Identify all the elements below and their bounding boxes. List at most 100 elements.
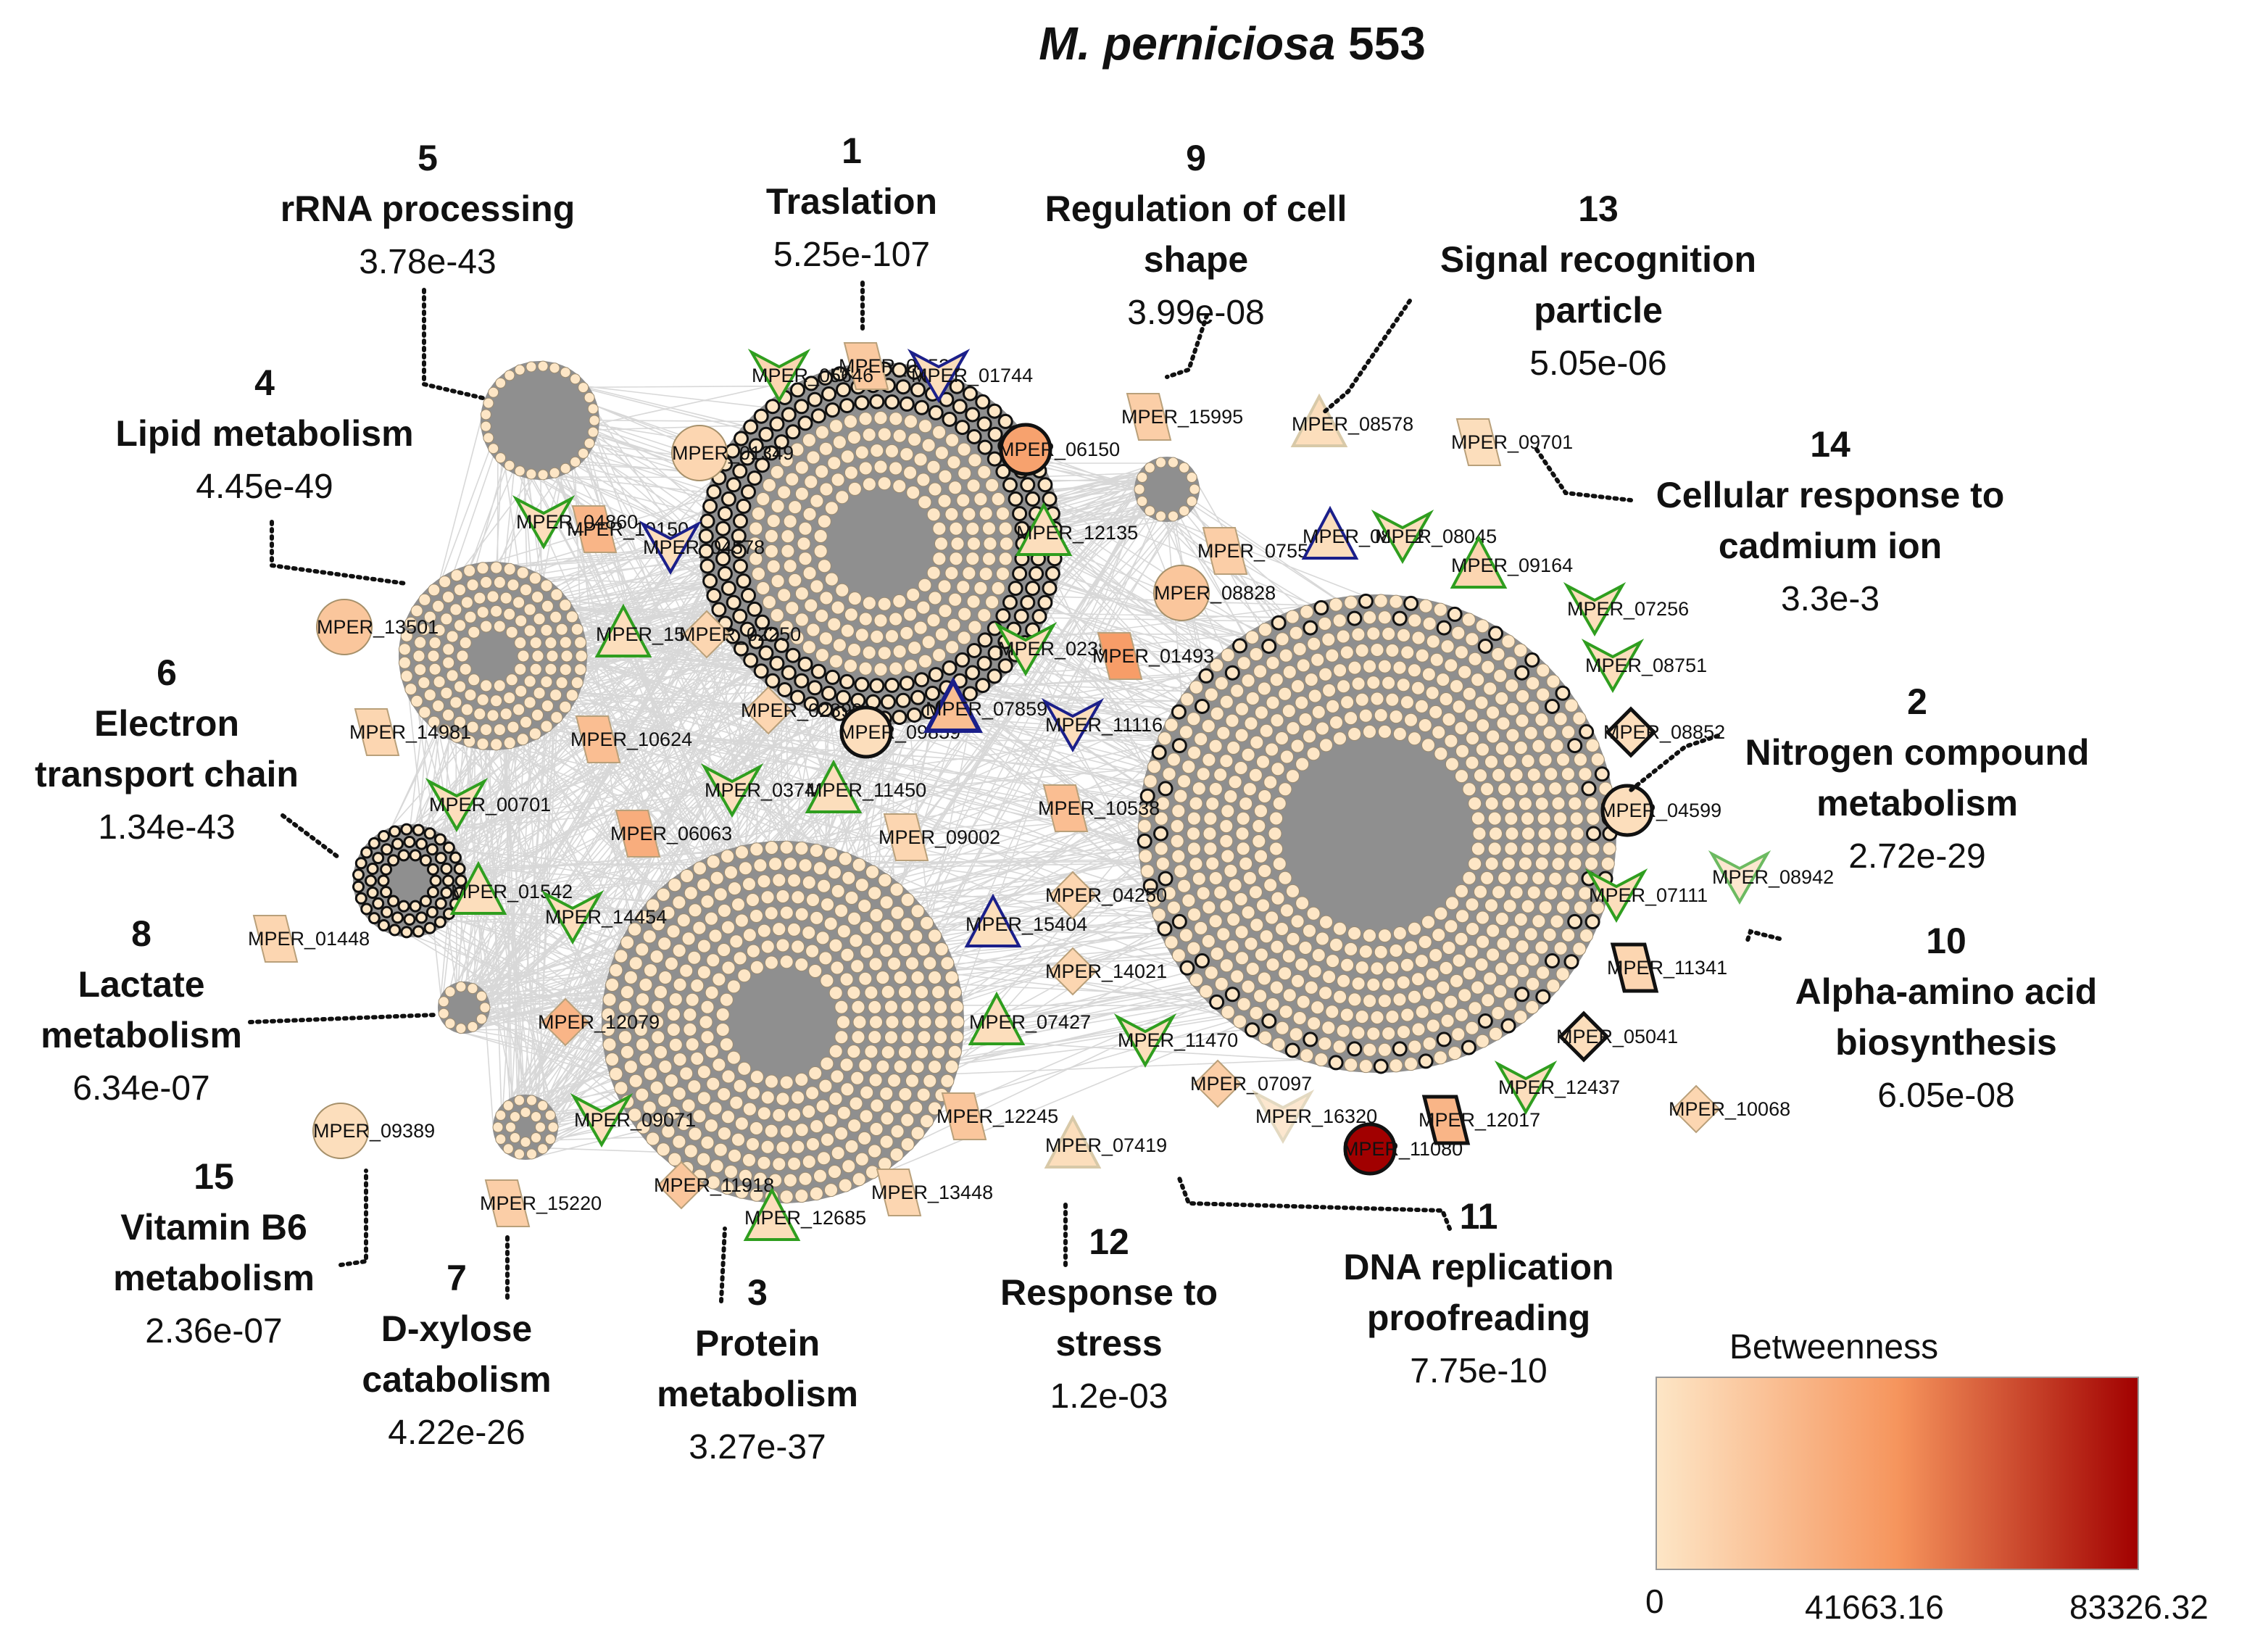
- network-node[interactable]: MPER_03742: [700, 763, 826, 818]
- network-node[interactable]: MPER_15220: [480, 1179, 602, 1227]
- node-triangle: [594, 603, 652, 657]
- cluster-node: [906, 588, 921, 602]
- network-node[interactable]: MPER_07419: [1044, 1114, 1167, 1169]
- cluster-node: [763, 626, 779, 642]
- cluster-number: 8: [131, 913, 151, 954]
- cluster-node: [433, 623, 446, 636]
- network-node[interactable]: MPER_08828: [1153, 565, 1276, 621]
- network-node[interactable]: MPER_13501: [316, 599, 439, 655]
- cluster-6: [352, 823, 468, 939]
- network-node[interactable]: MPER_07427: [968, 991, 1091, 1045]
- network-node[interactable]: MPER_15995: [1121, 393, 1243, 441]
- network-node[interactable]: MPER_12017: [1418, 1095, 1540, 1145]
- cluster-node: [758, 645, 774, 661]
- network-node[interactable]: MPER_02250: [679, 610, 801, 659]
- cluster-node: [620, 935, 634, 950]
- cluster-node: [1537, 826, 1552, 841]
- network-node[interactable]: MPER_16320: [1251, 1090, 1377, 1145]
- network-node[interactable]: MPER_08852: [1603, 706, 1725, 758]
- cluster-node: [546, 650, 559, 663]
- cluster-node: [541, 700, 554, 713]
- cluster-node: [768, 857, 783, 871]
- cluster-node: [721, 1110, 735, 1124]
- network-node[interactable]: MPER_11116: [1041, 698, 1163, 753]
- network-node[interactable]: MPER_09002: [878, 813, 1000, 861]
- cluster-node: [537, 1100, 549, 1111]
- network-node[interactable]: MPER_07859: [923, 676, 1047, 733]
- network-node[interactable]: MPER_04578: [639, 520, 765, 576]
- network-node[interactable]: MPER_14981: [349, 708, 471, 756]
- cluster-node: [1221, 648, 1235, 663]
- cluster-node: [493, 679, 506, 692]
- cluster-node: [1382, 1026, 1396, 1041]
- network-node[interactable]: MPER_05041: [1556, 1010, 1678, 1063]
- cluster-node: [502, 1100, 514, 1111]
- cluster-node: [1171, 849, 1186, 863]
- network-node[interactable]: MPER_09071: [570, 1093, 696, 1148]
- cluster-node: [1304, 980, 1318, 995]
- network-node[interactable]: MPER_09389: [312, 1103, 435, 1159]
- network-node[interactable]: MPER_09164: [1450, 534, 1573, 589]
- cluster-node: [741, 484, 756, 500]
- network-node[interactable]: MPER_04860: [512, 495, 638, 550]
- cluster-node: [428, 715, 441, 729]
- network-node[interactable]: MPER_12437: [1494, 1061, 1620, 1116]
- cluster-node: [765, 673, 781, 689]
- network-node[interactable]: MPER_11918: [654, 1161, 774, 1210]
- network-node[interactable]: MPER_05646: [747, 349, 873, 404]
- network-node[interactable]: MPER_11450: [805, 759, 926, 813]
- cluster-node: [1234, 892, 1248, 906]
- network-node[interactable]: MPER_12685: [743, 1187, 866, 1241]
- network-node[interactable]: MPER_08942: [1708, 850, 1834, 905]
- network-node[interactable]: MPER_13448: [871, 1169, 993, 1216]
- network-node[interactable]: MPER_10624: [570, 715, 692, 763]
- network-node[interactable]: MPER_08751: [1581, 639, 1707, 694]
- cluster-node: [618, 1015, 631, 1029]
- network-node[interactable]: MPER_12079: [538, 997, 660, 1047]
- cluster-node: [1484, 898, 1498, 913]
- network-node[interactable]: MPER_12135: [1015, 502, 1138, 556]
- cluster-node: [505, 626, 518, 639]
- network-node[interactable]: MPER_00701: [425, 778, 551, 833]
- network-node[interactable]: MPER_01448: [248, 915, 370, 963]
- network-node[interactable]: MPER_11080: [1342, 1122, 1463, 1176]
- network-node[interactable]: MPER_11470: [1113, 1013, 1238, 1068]
- betweenness-legend: Betweenness 0 41663.16 83326.32: [1645, 1328, 2209, 1626]
- cluster-node: [1545, 699, 1560, 714]
- network-node[interactable]: MPER_01744: [907, 349, 1033, 404]
- cluster-node: [1521, 899, 1535, 913]
- network-node[interactable]: MPER_10538: [1038, 784, 1160, 832]
- cluster-node: [1295, 896, 1310, 910]
- network-node[interactable]: MPER_06063: [610, 810, 732, 858]
- network-node[interactable]: MPER_07256: [1563, 582, 1689, 637]
- network-node[interactable]: MPER_01349: [671, 425, 794, 481]
- cluster-node: [666, 1008, 681, 1021]
- network-node[interactable]: MPER_02899: [741, 686, 863, 735]
- network-node[interactable]: MPER_07111: [1584, 868, 1708, 924]
- network-node[interactable]: MPER_14021: [1045, 947, 1167, 996]
- network-node[interactable]: MPER_12245: [936, 1092, 1058, 1140]
- network-node[interactable]: MPER_08578: [1290, 393, 1413, 447]
- network-node[interactable]: MPER_09701: [1451, 418, 1573, 466]
- node-vee: [1584, 868, 1648, 924]
- cluster-node: [821, 1132, 834, 1147]
- cluster-node: [794, 841, 809, 855]
- network-node[interactable]: MPER_14454: [541, 890, 667, 945]
- network-node[interactable]: MPER_01493: [1092, 632, 1214, 680]
- network-node[interactable]: MPER_15404: [964, 893, 1087, 947]
- network-node[interactable]: MPER_07097: [1190, 1059, 1312, 1108]
- node-vee: [1371, 510, 1434, 565]
- network-node[interactable]: MPER_11341: [1607, 942, 1727, 993]
- network-node[interactable]: MPER_04250: [1045, 871, 1167, 920]
- cluster-node: [779, 1190, 794, 1204]
- network-node[interactable]: MPER_06150: [998, 423, 1120, 476]
- cluster-node: [1476, 934, 1490, 949]
- network-node[interactable]: MPER_07557: [1197, 527, 1319, 575]
- cluster-node: [1439, 692, 1453, 706]
- network-node[interactable]: MPER_10068: [1669, 1084, 1790, 1134]
- cluster-node: [783, 559, 797, 573]
- network-node[interactable]: MPER_02384: [994, 622, 1120, 677]
- network-node[interactable]: MPER_04599: [1600, 784, 1721, 837]
- cluster-node: [1455, 909, 1469, 924]
